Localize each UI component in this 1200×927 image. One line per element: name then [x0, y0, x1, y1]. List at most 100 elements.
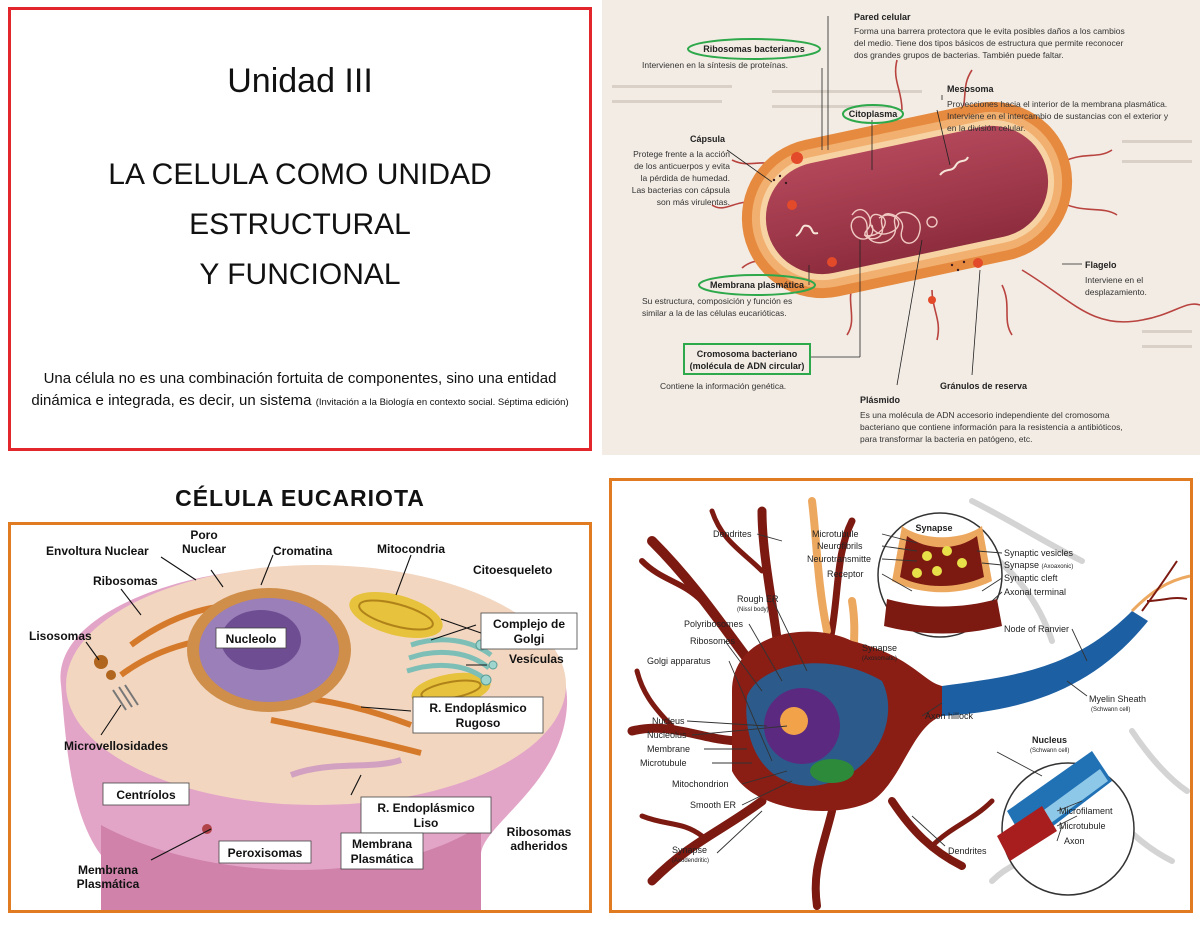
label-membrana-b-1: Membrana	[352, 837, 412, 851]
plasmid	[926, 216, 938, 228]
eukaryote-diagram: Envoltura Nuclear Poro Nuclear Cromatina…	[8, 522, 592, 913]
label-rough-er: Rough ER	[737, 594, 779, 604]
microvilli	[112, 684, 139, 711]
quote-line-1: Una célula no es una combinación fortuit…	[43, 370, 557, 387]
label-membrane: Membrane	[647, 744, 690, 754]
label-microvellosidades: Microvellosidades	[64, 739, 168, 753]
lysosomes	[94, 655, 116, 680]
pared-desc-1: Forma una barrera protectora que le evit…	[854, 26, 1125, 36]
mesosoma-desc-2: Interviene en el intercambio de sustanci…	[947, 111, 1169, 121]
bacteria-svg: Pared celular Forma una barrera protecto…	[612, 12, 1200, 444]
label-rer-1: R. Endoplásmico	[429, 701, 526, 715]
capsula-desc-3: la pérdida de humedad.	[641, 173, 730, 183]
label-axon: Axon	[1064, 836, 1085, 846]
label-ribosomas: Ribosomas	[93, 574, 158, 588]
label-axon-hillock: Axon hillock	[925, 711, 974, 721]
bacteria-diagram: Pared celular Forma una barrera protecto…	[602, 0, 1200, 455]
capsula-desc-2: de los anticuerpos y evita	[634, 161, 730, 171]
label-cromosoma-1: Cromosoma bacteriano	[697, 349, 798, 359]
label-mesosoma: Mesosoma	[947, 84, 995, 94]
label-node-ranvier: Node of Ranvier	[1004, 624, 1069, 634]
background-text-texture	[612, 85, 1192, 348]
mesosome-1	[795, 224, 819, 237]
capsula-desc-1: Protege frente a la acción	[633, 149, 730, 159]
label-mitochondrion: Mitochondrion	[672, 779, 729, 789]
label-microtubule-3: Microtubule	[1059, 821, 1106, 831]
label-schwann-nucleus: Nucleus	[1032, 735, 1067, 745]
peroxisome	[202, 824, 212, 834]
label-centriolos: Centríolos	[116, 788, 176, 802]
ribosome-dots	[772, 174, 966, 272]
label-smooth-er: Smooth ER	[690, 800, 737, 810]
label-nucleus: Nucleus	[652, 716, 685, 726]
leader-lines	[726, 16, 1082, 386]
synapse-axo-text: Synapse	[1004, 560, 1039, 570]
flagelo-desc-1: Interviene en el	[1085, 275, 1143, 285]
label-synaptic-vesicles: Synaptic vesicles	[1004, 548, 1074, 558]
label-cromatina: Cromatina	[273, 544, 333, 558]
ribosomas-desc: Intervienen en la síntesis de proteínas.	[642, 60, 788, 70]
quote-line-2-text: dinámica e integrada, es decir, un siste…	[31, 392, 312, 409]
label-receptor: Receptor	[827, 569, 864, 579]
quote-citation: (Invitación a la Biología en contexto so…	[315, 397, 569, 408]
label-synapse-axosomatic-sub: (Axosomatic)	[862, 656, 897, 662]
label-membrana-2: Plasmática	[77, 877, 140, 891]
unit-title: Unidad III	[227, 62, 373, 100]
label-rel-2: Liso	[414, 816, 439, 830]
membrana-desc-1: Su estructura, composición y función es	[642, 296, 792, 306]
golgi-shape	[810, 759, 854, 783]
bacterium-body	[741, 101, 1073, 299]
boxed-labels: Nucleolo Complejo de Golgi R. Endoplásmi…	[102, 612, 578, 870]
label-synaptic-cleft: Synaptic cleft	[1004, 573, 1058, 583]
axon-myelin	[942, 611, 1148, 716]
ribosomas-highlight	[687, 38, 821, 60]
title-slide: Unidad III LA CELULA COMO UNIDAD ESTRUCT…	[8, 7, 592, 451]
label-ribosomes: Ribosomes	[690, 636, 736, 646]
label-poro-2: Nuclear	[182, 542, 226, 556]
synapse-inset	[877, 512, 1003, 638]
label-golgi-2: Golgi	[514, 632, 545, 646]
eukaryote-labels: Envoltura Nuclear Poro Nuclear Cromatina…	[29, 528, 572, 891]
eukaryote-leader-lines	[85, 554, 487, 861]
label-membrana-plasmatica: Membrana plasmática	[710, 280, 805, 290]
label-synapse-axoaxonic: Synapse (Axoaxonic)	[1004, 560, 1073, 570]
eukaryote-title: CÉLULA EUCARIOTA	[175, 485, 425, 511]
label-microtubule: Microtubule	[812, 529, 859, 539]
cell-lower-section	[101, 825, 481, 910]
label-nissl: (Nissl body)	[737, 607, 769, 613]
label-golgi-1: Complejo de	[493, 617, 565, 631]
cromosoma-desc: Contiene la información genética.	[660, 381, 786, 391]
label-polyribosomes: Polyribosomes	[684, 619, 744, 629]
label-ribosomas-adh-1: Ribosomas	[507, 825, 572, 839]
label-synapse-axosomatic: Synapse	[862, 643, 897, 653]
label-ribosomas-bacterianos: Ribosomas bacterianos	[703, 44, 805, 54]
label-ribosomas-adh-2: adheridos	[510, 839, 568, 853]
label-myelin: Myelin Sheath	[1089, 694, 1146, 704]
pared-desc-2: del medio. Tiene dos tipos básicos de es…	[854, 38, 1123, 48]
mesosome-2	[939, 156, 969, 176]
label-citoplasma: Citoplasma	[849, 109, 899, 119]
label-mitocondria: Mitocondria	[377, 542, 445, 556]
label-synapse-axodendritic: Synapse	[672, 845, 707, 855]
neuron-labels: Dendrites Microtubule Neurofibrils Neuro…	[640, 523, 1146, 864]
label-flagelo: Flagelo	[1085, 260, 1117, 270]
axon-terminal-orange	[1130, 574, 1190, 613]
chromosome	[850, 208, 921, 244]
label-axonal-terminal: Axonal terminal	[1004, 587, 1066, 597]
plasmido-desc-1: Es una molécula de ADN accesorio indepen…	[860, 410, 1110, 420]
flagella	[711, 59, 1200, 341]
label-vesiculas: Vesículas	[509, 652, 564, 666]
label-golgi: Golgi apparatus	[647, 656, 711, 666]
title-line-2: ESTRUCTURAL	[189, 208, 411, 241]
label-rer-2: Rugoso	[456, 716, 501, 730]
capsula-desc-4: Las bacterias con cápsula	[632, 185, 731, 195]
label-microfilament: Microfilament	[1059, 806, 1113, 816]
mesosoma-desc-1: Proyecciones hacia el interior de la mem…	[947, 99, 1167, 109]
label-microtubule-2: Microtubule	[640, 758, 687, 768]
neuron-leader-lines	[686, 533, 1088, 854]
synapse-axo-sub: (Axoaxonic)	[1042, 564, 1074, 570]
label-lisosomas: Lisosomas	[29, 629, 92, 643]
membrana-highlight	[698, 274, 816, 296]
label-peroxisomas: Peroxisomas	[228, 846, 303, 860]
capsula-desc-5: son más virulentas.	[657, 197, 730, 207]
